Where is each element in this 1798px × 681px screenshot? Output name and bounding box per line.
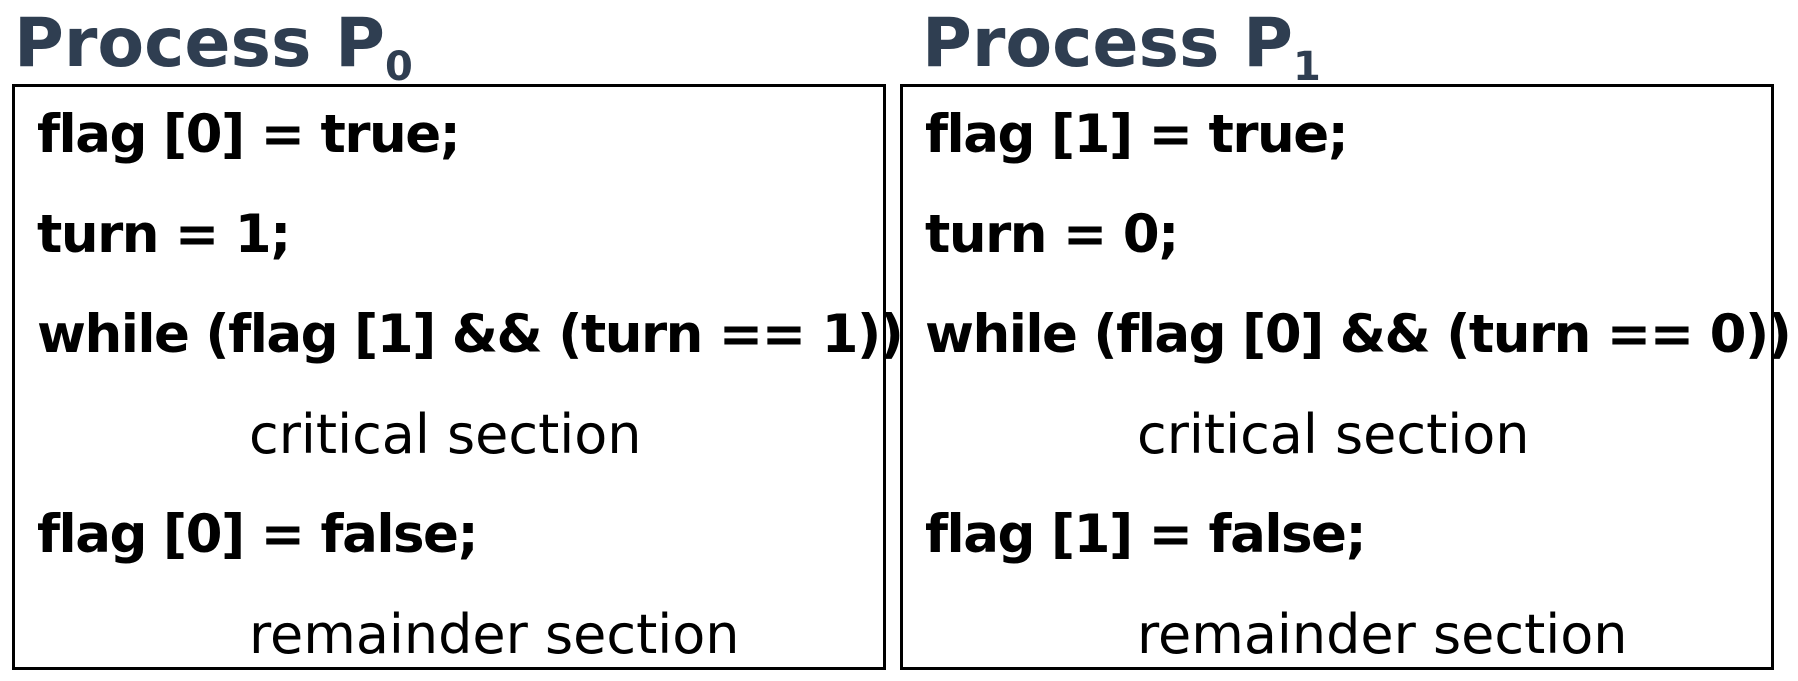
process-p0-subscript: 0 [384, 44, 413, 90]
process-p1-code-box: flag [1] = true; turn = 0; while (flag [… [900, 84, 1798, 670]
p0-clear-flag-line: flag [0] = false; [37, 504, 479, 565]
p0-set-turn-line: turn = 1; [37, 204, 291, 265]
p1-set-turn-line: turn = 0; [925, 204, 1179, 265]
p1-remainder-section-label: remainder section [1137, 603, 1628, 666]
p0-remainder-section-label: remainder section [249, 603, 740, 666]
p0-set-flag-line: flag [0] = true; [37, 104, 461, 165]
p1-critical-section-label: critical section [1137, 403, 1530, 466]
p1-clear-flag-line: flag [1] = false; [925, 504, 1367, 565]
p0-while-line: while (flag [1] && (turn == 1)) ; [37, 304, 941, 365]
process-p0-code-box: flag [0] = true; turn = 1; while (flag [… [12, 84, 941, 670]
process-p0-title: Process P0 [14, 2, 413, 109]
process-p1-subscript: 1 [1292, 44, 1321, 90]
p1-set-flag-line: flag [1] = true; [925, 104, 1349, 165]
p0-critical-section-label: critical section [249, 403, 642, 466]
p1-while-line: while (flag [0] && (turn == 0)) ; [925, 304, 1798, 365]
process-p1-title: Process P1 [922, 2, 1321, 109]
process-p0-title-text: Process P [14, 4, 385, 83]
process-p1-title-text: Process P [922, 4, 1293, 83]
